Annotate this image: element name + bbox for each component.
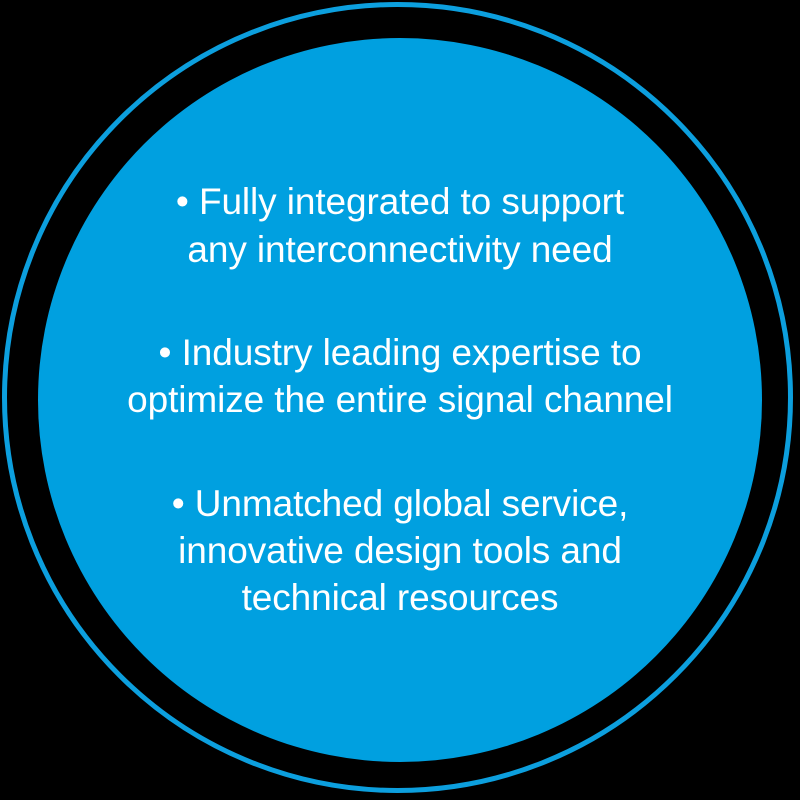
bullet-list: • Fully integrated to support any interc… xyxy=(50,38,750,762)
list-item: • Fully integrated to support any interc… xyxy=(175,181,625,270)
list-item: • Industry leading expertise to optimize… xyxy=(127,331,673,421)
inner-blue-disc xyxy=(38,38,762,762)
outer-ring-outline xyxy=(2,2,793,793)
list-item: • Unmatched global service, innovative d… xyxy=(171,482,629,619)
